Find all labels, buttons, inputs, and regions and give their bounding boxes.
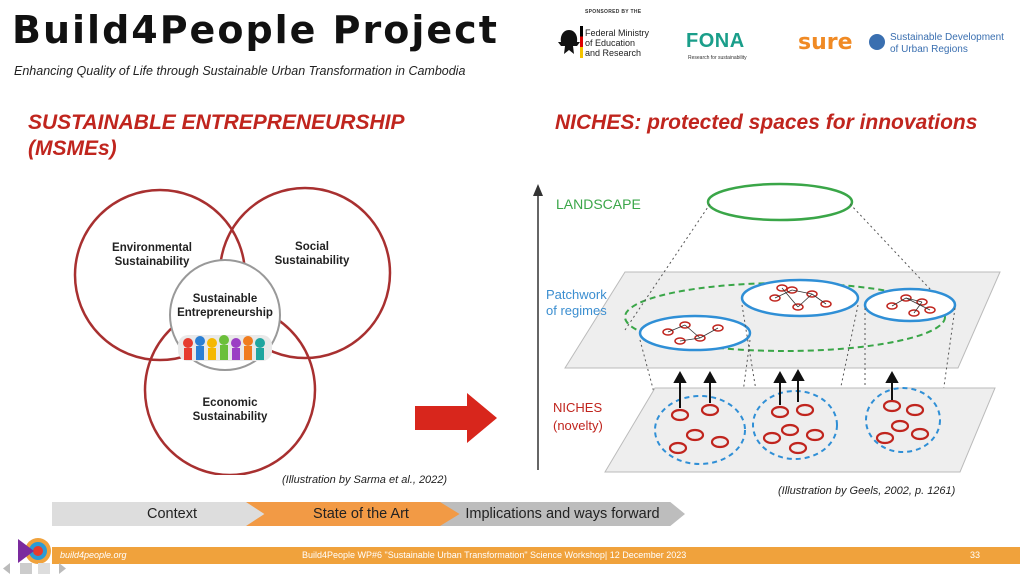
- niches-label: NICHES (novelty): [553, 399, 603, 435]
- niche-circle-3: [865, 387, 941, 453]
- venn-label-environmental: Environmental Sustainability: [92, 241, 212, 269]
- landscape-ellipse: [706, 182, 854, 222]
- menu-icon[interactable]: [20, 563, 32, 574]
- venn-diagram: [73, 186, 392, 475]
- niche-innovation-nodes: [668, 399, 930, 455]
- bmbf-eagle-icon: [558, 30, 580, 54]
- left-heading: SUSTAINABLE ENTREPRENEURSHIP (MSMEs): [28, 110, 448, 162]
- footer-url: build4people.org: [60, 550, 127, 560]
- notes-icon[interactable]: [38, 563, 50, 574]
- right-heading: NICHES: protected spaces for innovations: [555, 111, 978, 134]
- upward-arrows: [673, 368, 899, 408]
- patchwork-line-1: Patchwork: [546, 287, 607, 302]
- nav-step-state-of-the-art[interactable]: State of the Art: [246, 502, 476, 526]
- sure-line-1: Sustainable Development: [890, 32, 1004, 43]
- bmbf-line-1: Federal Ministry: [585, 28, 650, 38]
- regime-ellipse-3: [863, 287, 957, 323]
- page-number: 33: [969, 550, 980, 560]
- patchwork-ellipse: [624, 282, 946, 352]
- patchwork-label: Patchwork of regimes: [546, 287, 607, 319]
- german-flag-bar: [580, 26, 583, 58]
- axis-arrowhead-icon: [533, 184, 543, 196]
- regime-ellipse-1: [638, 314, 752, 352]
- right-arrow-icon: [415, 393, 497, 443]
- right-illustration-credit: (Illustration by Geels, 2002, p. 1261): [778, 485, 956, 497]
- next-slide-icon[interactable]: [59, 563, 66, 574]
- venn-eco-line-1: Economic: [202, 397, 258, 409]
- sure-logo-text: sure: [798, 30, 853, 52]
- niche-circle-1: [654, 395, 746, 465]
- venn-env-line-2: Sustainability: [114, 256, 190, 268]
- niches-line-2: (novelty): [553, 418, 603, 433]
- venn-eco-line-2: Sustainability: [192, 411, 268, 423]
- sure-logo: sure: [798, 30, 885, 52]
- venn-env-line-1: Environmental: [112, 242, 192, 254]
- multilevel-diagram: [533, 182, 1001, 473]
- venn-core-line-2: Entrepreneurship: [177, 307, 273, 319]
- venn-soc-line-1: Social: [295, 241, 329, 253]
- bmbf-line-3: and Research: [585, 48, 642, 58]
- cone-line-left: [624, 203, 711, 331]
- venn-label-social: Social Sustainability: [262, 240, 362, 268]
- fona-tagline: Research for sustainability: [688, 55, 747, 61]
- regime-ellipse-2: [740, 278, 860, 318]
- regime-network-nodes: [662, 284, 936, 345]
- prev-slide-icon[interactable]: [3, 563, 10, 574]
- left-heading-line-2: (MSMEs): [28, 137, 117, 160]
- bmbf-logo-text: Federal Ministry of Education and Resear…: [585, 28, 649, 58]
- venn-label-economic: Economic Sustainability: [170, 396, 290, 424]
- sure-globe-icon: [869, 34, 885, 50]
- footer-event: Build4People WP#6 "Sustainable Urban Tra…: [302, 550, 687, 560]
- venn-soc-line-2: Sustainability: [274, 255, 350, 267]
- sure-logo-text: Sustainable Development of Urban Regions: [890, 32, 1004, 56]
- fona-logo: FONA: [686, 30, 745, 52]
- slide-nav-controls: [3, 563, 66, 574]
- b4p-logo-icon: [18, 538, 51, 564]
- left-heading-line-1: SUSTAINABLE ENTREPRENEURSHIP: [28, 111, 405, 134]
- patchwork-line-2: of regimes: [546, 303, 607, 318]
- regime-network-edges: [667, 287, 931, 342]
- venn-core-line-1: Sustainable: [192, 293, 258, 305]
- bmbf-line-2: of Education: [585, 38, 636, 48]
- left-illustration-credit: (Illustration by Sarma et al., 2022): [282, 474, 448, 486]
- landscape-label: LANDSCAPE: [556, 196, 641, 212]
- sure-line-2: of Urban Regions: [890, 44, 968, 55]
- nav-step-context[interactable]: Context: [52, 502, 292, 526]
- page-subtitle: Enhancing Quality of Life through Sustai…: [14, 64, 466, 78]
- venn-label-core: Sustainable Entrepreneurship: [165, 292, 285, 320]
- people-crowd-icon: [178, 335, 272, 361]
- footer-bar: build4people.org Build4People WP#6 "Sust…: [52, 547, 1020, 564]
- niche-circle-2: [752, 390, 838, 460]
- niches-line-1: NICHES: [553, 400, 603, 415]
- cone-line-right: [849, 203, 946, 306]
- page-title: Build4People Project: [12, 8, 499, 52]
- sponsor-label: SPONSORED BY THE: [585, 9, 642, 15]
- nav-step-implications[interactable]: Implications and ways forward: [440, 502, 685, 526]
